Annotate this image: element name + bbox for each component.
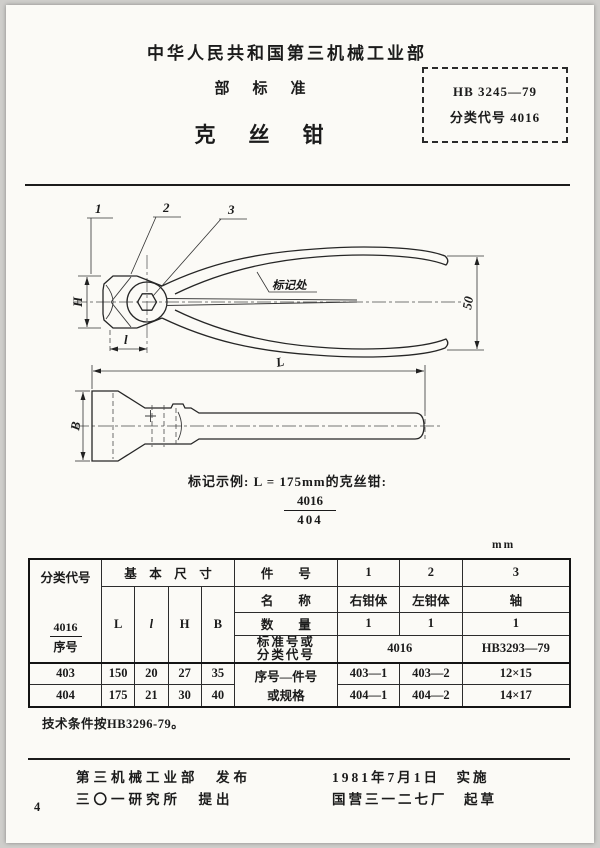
footer-implementation-date: 1981年7月1日 实施 — [332, 770, 490, 785]
dim-50-label: 50 — [459, 295, 476, 311]
part-label-2: 2 — [162, 200, 170, 215]
page-title: 克 丝 钳 — [194, 123, 330, 147]
class-code-fraction: 4016 序号 — [49, 620, 82, 655]
row-code-403: 403 — [28, 661, 103, 685]
table-cell: 35 — [200, 661, 235, 685]
top-view: 1 2 3 H — [70, 200, 484, 358]
row-label-name: 名 称 — [233, 585, 338, 613]
document-page: 中华人民共和国第三机械工业部 部 标 准 克 丝 钳 HB 3245—79 分类… — [6, 5, 594, 843]
table-cell: 轴 — [461, 585, 571, 613]
part-label-1: 1 — [95, 201, 102, 216]
table-cell: 12×15 — [461, 661, 571, 685]
footer-publisher: 第三机械工业部 发布 — [76, 770, 251, 785]
table-cell: 403—1 — [336, 661, 401, 685]
table-cell: 3 — [461, 558, 571, 587]
table-cell: 27 — [167, 661, 202, 685]
marking-place-callout: 标记处 — [256, 271, 317, 293]
center-mark — [145, 410, 156, 422]
table-cell: 4016 — [336, 634, 463, 663]
cutting-edge — [110, 276, 132, 328]
table-cell: 30 — [167, 684, 202, 707]
lower-handle — [161, 309, 449, 358]
row-label-qty: 数 量 — [233, 611, 338, 636]
marking-place-label: 标记处 — [272, 279, 308, 292]
row-code-404: 404 — [28, 684, 103, 707]
fraction-denominator: 404 — [297, 512, 323, 527]
row-label-spec: 序号—件号 或规格 — [233, 661, 338, 707]
standard-number-box: HB 3245—79 分类代号 4016 — [422, 67, 568, 143]
table-cell: 2 — [399, 558, 463, 587]
standard-type: 部 标 准 — [214, 81, 310, 97]
part-leaders: 1 2 3 — [87, 200, 247, 297]
dim-L-label: L — [274, 354, 286, 371]
forge-arc — [177, 411, 182, 441]
standard-code: HB 3245—79 — [452, 84, 538, 99]
footer-left: 第三机械工业部 发布 三〇一研究所 提出 — [76, 767, 251, 811]
jaw-curve — [105, 284, 114, 320]
footer-divider — [28, 758, 570, 760]
footer-proposer: 三〇一研究所 提出 — [76, 792, 234, 807]
upper-handle — [161, 246, 449, 295]
table-cell: 右钳体 — [336, 585, 401, 613]
table-cell: 20 — [134, 661, 169, 685]
pivot-circle — [126, 281, 168, 323]
row-label-std: 标准号或 分类代号 — [233, 634, 338, 663]
fraction-numerator: 4016 — [284, 493, 336, 511]
table-cell: 404—1 — [336, 684, 401, 707]
part-label-3: 3 — [227, 202, 235, 217]
pivot-rivet-hex — [136, 293, 158, 311]
table-cell: 404—2 — [399, 684, 463, 707]
pliers-head-outline — [102, 275, 163, 329]
footer-right: 1981年7月1日 实施 国营三一二七厂 起草 — [332, 767, 497, 811]
classification-code: 分类代号 4016 — [449, 110, 541, 125]
dim-H-label: H — [70, 296, 85, 308]
handle-gap — [165, 298, 358, 306]
table-cell: 1 — [399, 611, 463, 636]
pliers-technical-drawing: 1 2 3 H — [67, 200, 484, 462]
basic-dims-header: 基 本 尺 寸 — [101, 558, 235, 587]
table-cell: 21 — [134, 684, 169, 707]
table-cell: 14×17 — [461, 684, 571, 707]
table-cell: 1 — [336, 611, 401, 636]
table-cell: 175 — [101, 684, 136, 707]
dim-l-label: l — [124, 332, 128, 347]
table-cell: 1 — [461, 611, 571, 636]
table-cell: 403—2 — [399, 661, 463, 685]
dim-B-label: B — [67, 420, 84, 432]
dim-col-B: B — [200, 585, 235, 663]
class-code-cell: 分类代号 4016 序号 — [28, 558, 103, 663]
marking-example-fraction: 4016 404 — [284, 493, 336, 528]
unit-label: mm — [492, 539, 516, 551]
marking-example-text: 标记示例: L = 175mm的克丝钳: — [188, 474, 387, 489]
spec-table: 分类代号 4016 序号 基 本 尺 寸 件 号 1 2 3 L l H B 名… — [28, 558, 571, 708]
table-cell: HB3293—79 — [461, 634, 571, 663]
dimension-l: l — [109, 330, 147, 354]
dimension-50: 50 — [447, 255, 484, 351]
dimension-B: B — [67, 390, 90, 462]
dim-col-L: L — [101, 585, 136, 663]
row-label-part: 件 号 — [233, 558, 338, 587]
side-view: L B — [67, 354, 443, 462]
dimension-L: L — [91, 354, 426, 439]
dimension-H: H — [70, 275, 101, 329]
footer-drafter: 国营三一二七厂 起草 — [332, 792, 497, 807]
class-code-title: 分类代号 — [40, 570, 91, 585]
ministry-title: 中华人民共和国第三机械工业部 — [147, 44, 427, 63]
dim-col-H: H — [167, 585, 202, 663]
dim-col-l: l — [134, 585, 169, 663]
page-number: 4 — [34, 800, 41, 814]
table-cell: 1 — [336, 558, 401, 587]
table-cell: 150 — [101, 661, 136, 685]
side-view-outline — [91, 390, 425, 462]
technical-note: 技术条件按HB3296-79。 — [42, 717, 185, 731]
header-divider — [25, 184, 570, 186]
table-cell: 40 — [200, 684, 235, 707]
table-cell: 左钳体 — [399, 585, 463, 613]
